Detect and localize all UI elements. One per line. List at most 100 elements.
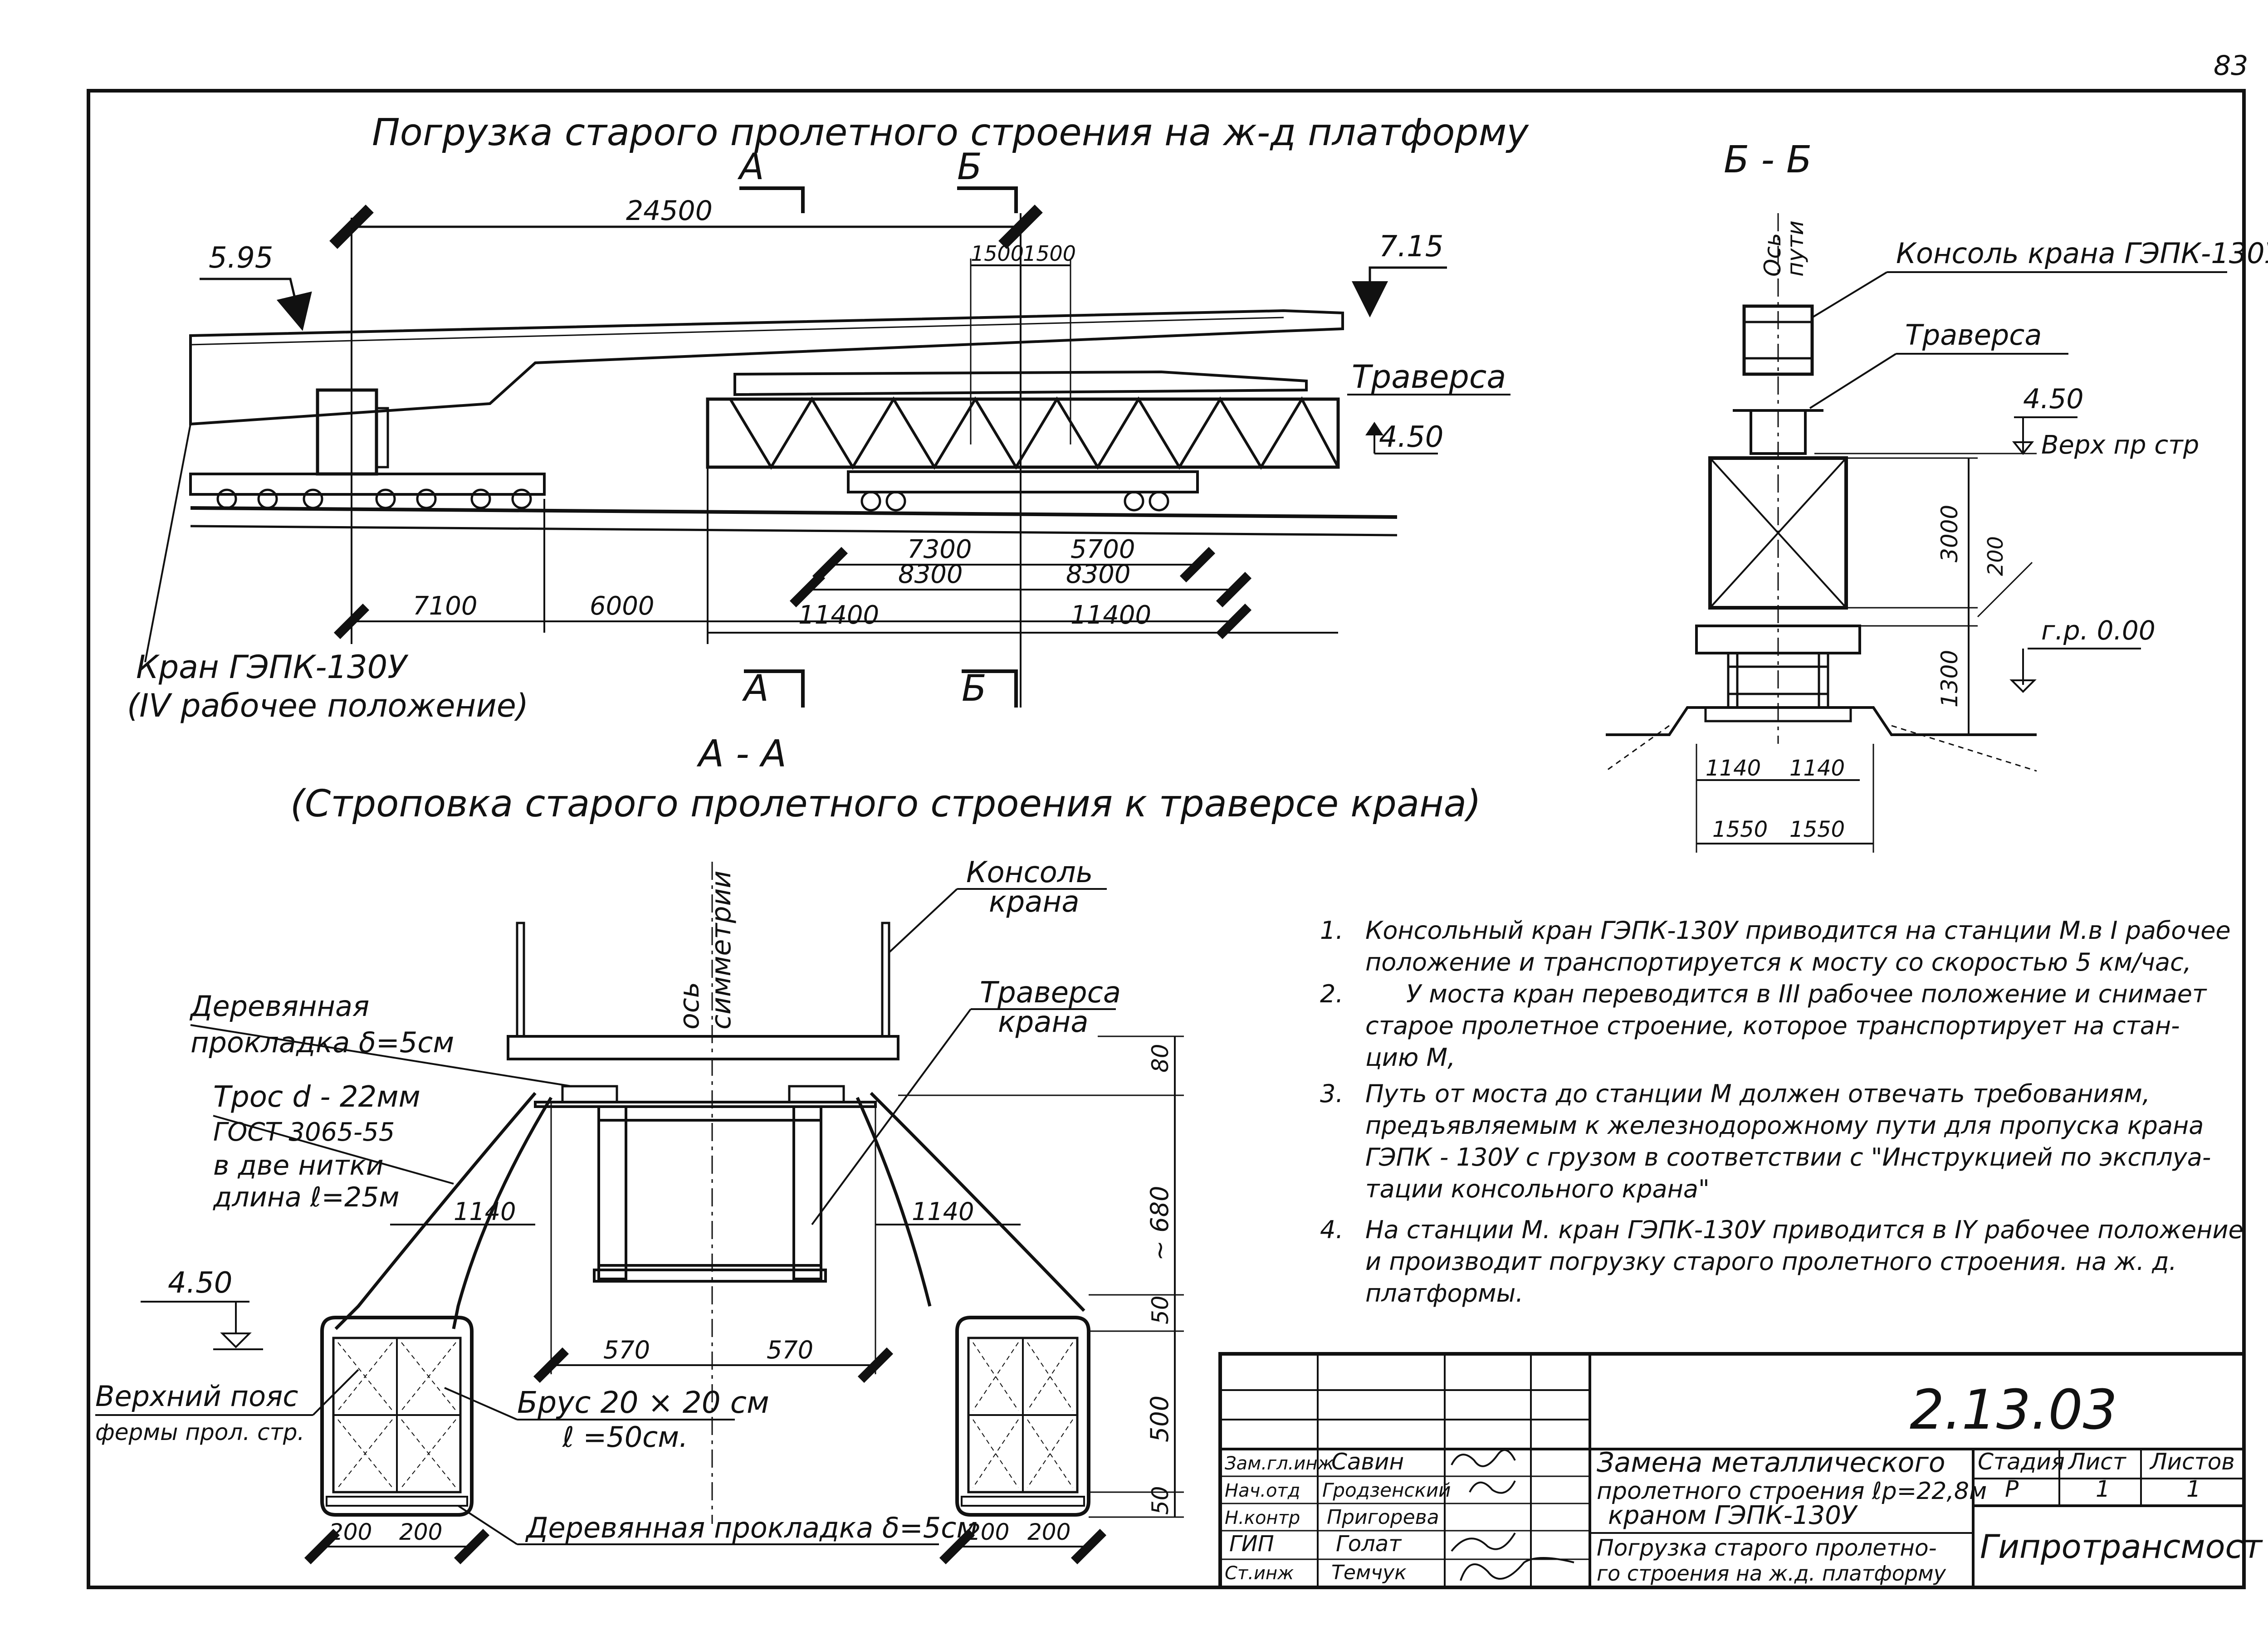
note-3-num: 3. [1320,1079,1344,1108]
level-marker-left [200,278,312,331]
span-section-cross [1709,457,1847,609]
sheet-title: Погрузка старого пролетного строения на … [372,111,1529,154]
sheets-label: Листов [2149,1449,2235,1475]
rope-label-1: Трос d - 22мм [213,1080,420,1114]
note-4-line-1: На станции М. кран ГЭПК-130У приводится … [1365,1215,2244,1244]
stage-value: Р [2005,1476,2019,1502]
section-mark-a-bottom: А [742,667,769,709]
bb-trucks [1727,653,1829,708]
console-label-1: Консоль [966,856,1093,889]
crane-boom [189,309,1344,426]
axis-label-bb-2: пути [1782,220,1809,277]
traverse-beam [733,370,1308,396]
signature-4 [1460,1557,1574,1581]
section-mark-b-bottom: Б [962,667,987,709]
ground-marker-bb [2009,679,2037,693]
dim-200-d: 200 [1027,1519,1070,1545]
dim-1300-bb: 1300 [1936,650,1963,708]
note-1-line-2: положение и транспортируется к мосту со … [1365,948,2191,976]
dim-3000-bb: 3000 [1936,505,1963,562]
dim-11400-left: 11400 [798,600,879,630]
note-1-num: 1. [1320,916,1344,945]
drawing-frame [87,89,2246,1589]
note-2-num: 2. [1320,980,1344,1008]
section-bb: Б - Б Ось пути Консоль крана ГЭПК-130У Т… [1605,138,2268,853]
note-3-line-4: тации консольного крана" [1365,1175,1710,1203]
name-5: Темчук [1331,1561,1407,1584]
signature-2 [1469,1480,1516,1494]
dim-570-left: 570 [603,1336,650,1364]
console-label-2: крана [989,885,1080,919]
dim-1140-right: 1140 [912,1197,974,1226]
span-section [1708,456,1848,610]
section-bb-title: Б - Б [1724,138,1812,181]
leader-traverse-aa [811,1008,972,1225]
bb-embankment [1606,706,2037,736]
title-block: 2.13.03 Зам.гл.инж Нач.отд Н.контр ГИП С… [1218,1352,2263,1589]
level-4-50-bb: 4.50 [2023,383,2084,415]
traverse-label-2: крана [998,1005,1089,1039]
section-aa: А - А (Строповка старого пролетного стро… [95,732,1481,1565]
name-1: Савин [1331,1449,1404,1475]
traverse-crossbeam [507,1035,899,1060]
bb-embankment-slope [1605,725,2037,772]
doc-number: 2.13.03 [1910,1379,2117,1442]
note-3-line-2: предъявляемым к железнодорожному пути дл… [1365,1111,2204,1140]
sheets-value: 1 [2186,1476,2201,1502]
console-label-bb: Консоль крана ГЭПК-130У [1896,237,2268,270]
title-line-3: краном ГЭПК-130У [1608,1501,1858,1530]
level-4-50-aa: 4.50 [168,1266,233,1300]
dim-11400-right: 11400 [1070,600,1151,630]
note-4-num: 4. [1320,1215,1344,1244]
sheet-value: 1 [2096,1476,2110,1502]
console-post-right [881,922,890,1038]
dim-1550-bb-left: 1550 [1712,817,1768,842]
top-chord-right [955,1316,1090,1517]
crane-label-2: (IV рабочее положение) [127,687,528,724]
hanger-bottom-beam [593,1269,827,1283]
section-cut-b-top [957,186,1018,213]
console-head [1742,304,1814,376]
dim-6000: 6000 [590,591,655,621]
dim-7300: 7300 [907,535,972,564]
crane-body [189,388,546,509]
level-7-15: 7.15 [1379,230,1444,264]
leader-rope [213,1115,454,1185]
role-5: Ст.инж [1225,1563,1294,1584]
note-3-line-3: ГЭПК - 130У с грузом в соответствии с "И… [1365,1143,2211,1171]
level-4-50: 4.50 [1379,420,1444,454]
note-2-line-3: цию М, [1365,1043,1455,1072]
traverse-label-bb: Траверса [1905,318,2042,351]
ground-level-bb: г.р. 0.00 [2041,615,2156,646]
top-label-bb: Верх пр стр [2041,430,2199,460]
traverse-label-1: Траверса [980,976,1121,1010]
dim-1500-left: 1500 [971,241,1024,266]
leader-wood-pad [190,1024,572,1087]
leader-traverse-bb [1809,353,1897,409]
leader-crane [144,424,191,663]
dim-24500: 24500 [626,195,713,227]
axis-label-2: симметрии [705,871,737,1030]
section-cut-a-bottom [744,669,805,708]
note-4-line-2: и производит погрузку старого пролетного… [1365,1247,2177,1276]
note-2-line-1: У моста кран переводится в III рабочее п… [1406,980,2207,1008]
top-chord-label-2: фермы прол. стр. [95,1419,304,1445]
dim-200-a: 200 [329,1519,372,1545]
section-cut-a-top [739,186,805,213]
old-span-truss [706,396,1340,470]
console-post-left [516,922,525,1038]
note-1-line-1: Консольный кран ГЭПК-130У приводится на … [1365,916,2231,945]
elevation-view: Погрузка старого пролетного строения на … [127,111,1529,724]
leader-beam [444,1387,518,1420]
notes: 1. Консольный кран ГЭПК-130У приводится … [1320,916,2244,1308]
leader-console [888,888,958,953]
signature-3 [1451,1532,1516,1552]
wood-pad-left [561,1085,618,1103]
vdim-50-top: 50 [1147,1295,1173,1324]
role-4: ГИП [1229,1531,1274,1557]
vdim-500: 500 [1145,1396,1174,1442]
title-line-4: Погрузка старого пролетно- [1597,1535,1937,1561]
rope-right [855,1092,1085,1312]
wood-pad-label-1: Деревянная [189,990,369,1023]
